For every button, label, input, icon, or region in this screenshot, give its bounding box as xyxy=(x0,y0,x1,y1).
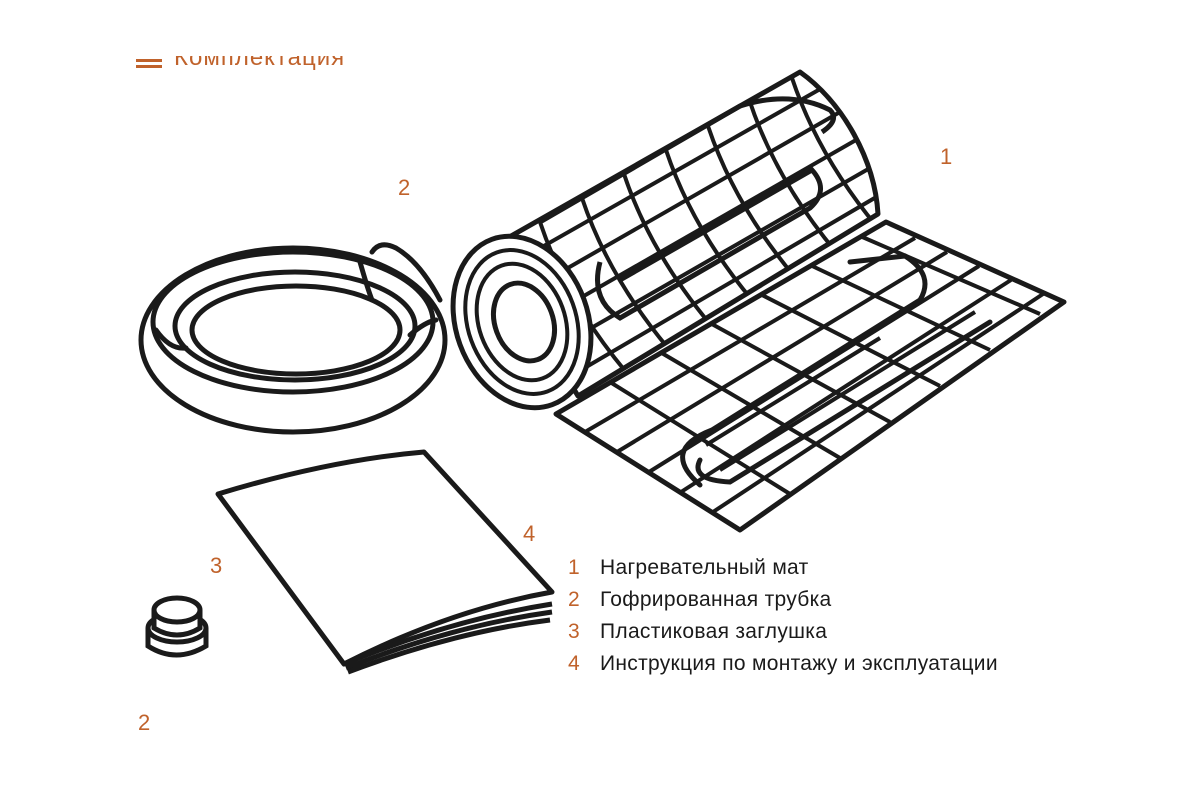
legend-number: 4 xyxy=(568,652,580,675)
mat-cable xyxy=(680,253,993,488)
legend: 1 Нагревательный мат 2 Гофрированная тру… xyxy=(568,552,998,680)
legend-label: Гофрированная трубка xyxy=(600,588,832,611)
callout-tube-count: 2 xyxy=(138,710,151,735)
callout-mat: 1 xyxy=(940,144,953,169)
legend-item: 3 Пластиковая заглушка xyxy=(568,616,998,648)
roll-end-ring1 xyxy=(463,248,581,396)
legend-item: 4 Инструкция по монтажу и эксплуатации xyxy=(568,648,998,680)
legend-item: 2 Гофрированная трубка xyxy=(568,584,998,616)
section-title: Комплектация xyxy=(174,56,346,70)
section-header: Комплектация xyxy=(134,56,424,70)
mat-roll xyxy=(450,69,881,411)
legend-number: 1 xyxy=(568,556,580,579)
roll-end-core xyxy=(491,280,557,364)
roll-end-ring2 xyxy=(474,261,570,383)
instruction-booklet xyxy=(215,449,555,675)
legend-item: 1 Нагревательный мат xyxy=(568,552,998,584)
header-lines-icon xyxy=(136,59,162,68)
roll-cable-top xyxy=(538,96,837,225)
corrugated-tube xyxy=(138,242,448,435)
mat-cable-loop xyxy=(704,310,977,472)
callout-plug: 3 xyxy=(210,553,223,578)
callout-tube: 2 xyxy=(398,175,411,200)
heating-mat xyxy=(553,219,1067,533)
roll-cable xyxy=(595,166,823,321)
legend-number: 2 xyxy=(568,588,580,611)
legend-label: Инструкция по монтажу и эксплуатации xyxy=(600,652,998,675)
legend-number: 3 xyxy=(568,620,580,643)
legend-label: Нагревательный мат xyxy=(600,556,809,579)
plastic-plug xyxy=(145,595,209,658)
callout-manual: 4 xyxy=(523,521,536,546)
legend-label: Пластиковая заглушка xyxy=(600,620,828,643)
